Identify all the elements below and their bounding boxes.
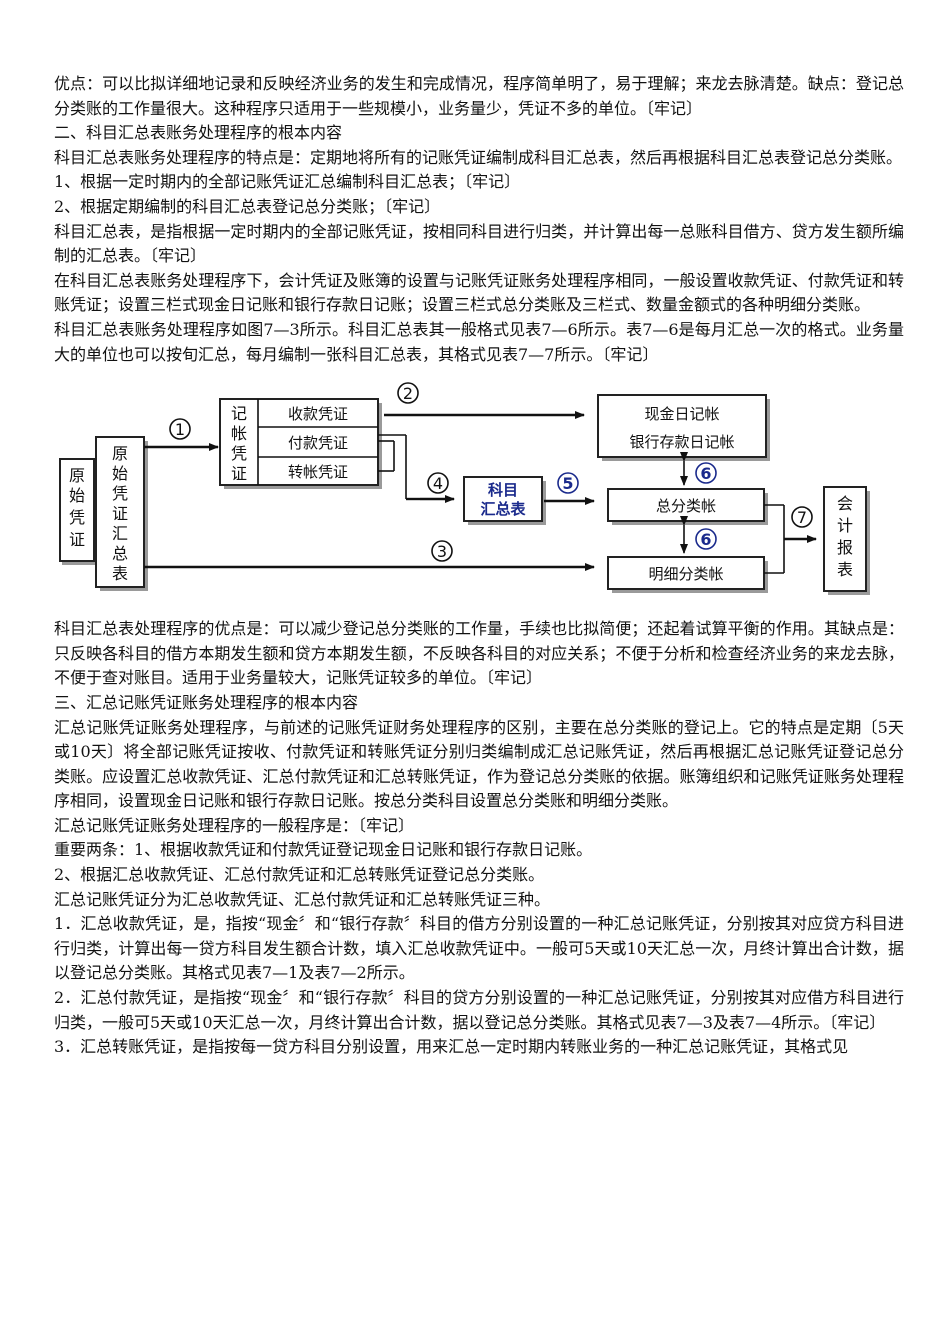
- step-6-label: 6: [700, 464, 711, 483]
- paragraph: 科目汇总表账务处理程序如图7—3所示。科目汇总表其一般格式见表7—6所示。表7—…: [54, 319, 904, 364]
- paragraph: 科目汇总表处理程序的优点是：可以减少登记总分类账的工作量，手续也比拟简便；还起着…: [54, 619, 904, 688]
- orig-voucher-char: 凭: [69, 508, 85, 527]
- original-voucher-box: [59, 458, 95, 563]
- report-char: 会: [837, 494, 853, 513]
- paragraph: 汇总记账凭证账务处理程序的一般程序是：〔牢记〕: [54, 815, 415, 835]
- payment-voucher-label: 付款凭证: [288, 434, 348, 452]
- general-ledger-box: [607, 488, 765, 523]
- accounting-voucher-box: [219, 398, 379, 487]
- orig-voucher-char: 证: [69, 530, 85, 549]
- orig-summary-char: 始: [112, 464, 128, 483]
- paragraph: 在科目汇总表账务处理程序下，会计凭证及账簿的设置与记账凭证账务处理程序相同，一般…: [54, 270, 904, 315]
- paragraph: 汇总记账凭证账务处理程序，与前述的记账凭证财务处理程序的区别，主要在总分类账的登…: [54, 717, 904, 811]
- acct-voucher-char: 证: [231, 464, 247, 483]
- paragraph: 科目汇总表，是指根据一定时期内的全部记账凭证，按相同科目进行归类，并计算出每一总…: [54, 221, 904, 266]
- bank-journal-label: 银行存款日记帐: [629, 433, 734, 451]
- step-5-label: 5: [562, 474, 573, 493]
- paragraph: 科目汇总表账务处理程序的特点是：定期地将所有的记账凭证编制成科目汇总表，然后再根…: [54, 147, 903, 167]
- step-4-label: 4: [433, 474, 443, 493]
- orig-summary-char: 表: [112, 564, 128, 583]
- step-7-label: 7: [797, 508, 807, 527]
- summary-table-label: 汇总表: [480, 500, 526, 518]
- orig-summary-char: 汇: [112, 524, 128, 543]
- acct-voucher-char: 帐: [231, 424, 247, 443]
- paragraph: 1、根据一定时期内的全部记账凭证汇总编制科目汇总表；〔牢记〕: [54, 172, 521, 192]
- paragraph: 优点：可以比拟详细地记录和反映经济业务的发生和完成情况，程序简单明了，易于理解；…: [54, 74, 904, 118]
- subsidiary-ledger-label: 明细分类帐: [648, 565, 723, 583]
- general-ledger-label: 总分类帐: [656, 497, 716, 515]
- paragraph: 重要两条：1、根据收款凭证和付款凭证登记现金日记账和银行存款日记账。: [54, 840, 593, 860]
- section-heading: 二、科目汇总表账务处理程序的根本内容: [54, 123, 343, 143]
- summary-table-box: [463, 476, 543, 523]
- step-3-label: 3: [437, 542, 447, 561]
- receipt-voucher-label: 收款凭证: [288, 405, 348, 423]
- report-char: 计: [837, 516, 853, 535]
- document-page: 优点：可以比拟详细地记录和反映经济业务的发生和完成情况，程序简单明了，易于理解；…: [54, 72, 904, 1060]
- original-voucher-summary-box: [95, 436, 145, 589]
- step-6b-label: 6: [700, 530, 711, 549]
- acct-voucher-char: 凭: [231, 444, 247, 463]
- paragraph: 汇总记账凭证分为汇总收款凭证、汇总付款凭证和汇总转账凭证三种。: [54, 889, 551, 909]
- paragraph: 3．汇总转账凭证，是指按每一贷方科目分别设置，用来汇总一定时期内转账业务的一种汇…: [54, 1037, 849, 1057]
- step-1-label: 1: [175, 420, 185, 439]
- flow-diagram: 原 始 凭 证 原 始 凭 证 汇 总 表 1 记 帐 凭: [54, 371, 904, 603]
- summary-table-label: 科目: [488, 481, 518, 499]
- orig-summary-char: 总: [112, 544, 128, 563]
- transfer-voucher-label: 转帐凭证: [288, 463, 348, 481]
- paragraph: 2．汇总付款凭证，是指按“现金〞和“银行存款〞科目的贷方分别设置的一种汇总记账凭…: [54, 988, 904, 1032]
- cash-journal-label: 现金日记帐: [644, 405, 719, 423]
- orig-voucher-char: 原: [69, 466, 85, 485]
- paragraph: 1．汇总收款凭证，是，指按“现金〞和“银行存款〞科目的借方分别设置的一种汇总记账…: [54, 914, 904, 983]
- orig-voucher-char: 始: [69, 486, 85, 505]
- report-char: 表: [837, 560, 853, 579]
- acct-voucher-char: 记: [231, 404, 247, 423]
- orig-summary-char: 证: [112, 504, 128, 523]
- orig-summary-char: 原: [112, 444, 128, 463]
- orig-summary-char: 凭: [112, 484, 128, 503]
- paragraph: 2、根据汇总收款凭证、汇总付款凭证和汇总转账凭证登记总分类账。: [54, 865, 545, 885]
- report-char: 报: [837, 538, 853, 557]
- section-heading: 三、汇总记账凭证账务处理程序的根本内容: [54, 692, 359, 712]
- report-box: [823, 486, 867, 593]
- subsidiary-ledger-box: [607, 556, 765, 591]
- paragraph: 2、根据定期编制的科目汇总表登记总分类账；〔牢记〕: [54, 196, 441, 216]
- step-2-label: 2: [403, 384, 413, 403]
- journal-box: [597, 394, 767, 459]
